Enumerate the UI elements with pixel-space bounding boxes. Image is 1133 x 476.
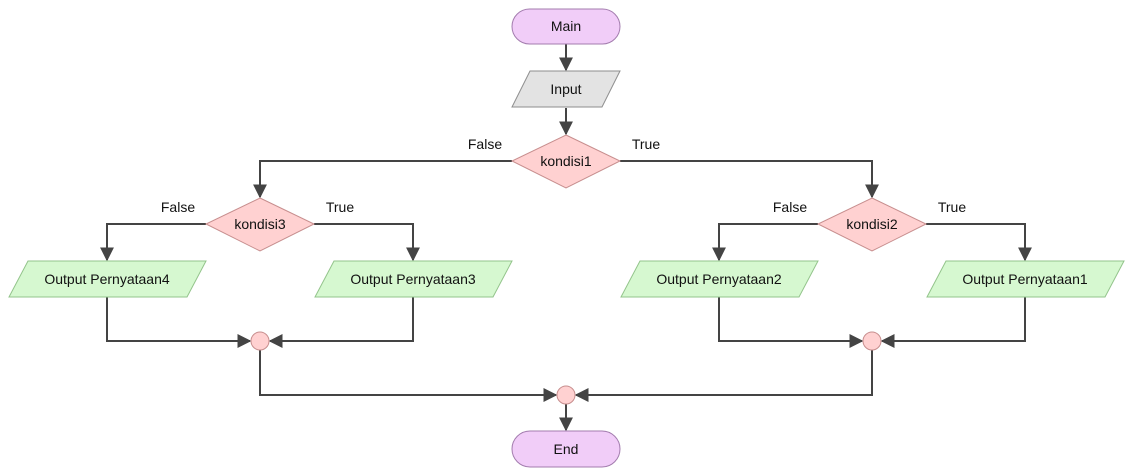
node-output4[interactable]: Output Pernyataan4 — [8, 260, 207, 298]
junction-left[interactable] — [250, 331, 270, 351]
node-kondisi3[interactable]: kondisi3 — [204, 197, 316, 252]
node-main-label: Main — [551, 18, 581, 34]
node-end[interactable]: End — [511, 430, 621, 468]
node-kondisi2[interactable]: kondisi2 — [816, 197, 928, 252]
kondisi2-false-label: False — [773, 199, 807, 215]
edges — [100, 44, 1032, 432]
node-end-label: End — [554, 441, 579, 457]
edge-junction-left-to-bottom — [259, 350, 558, 402]
node-output4-label: Output Pernyataan4 — [44, 271, 170, 287]
node-output1[interactable]: Output Pernyataan1 — [926, 260, 1125, 298]
node-output3[interactable]: Output Pernyataan3 — [314, 260, 513, 298]
junction-bottom[interactable] — [556, 385, 576, 405]
junction-right[interactable] — [862, 331, 882, 351]
kondisi3-true-label: True — [326, 199, 354, 215]
node-main[interactable]: Main — [511, 8, 621, 45]
edge-junction-right-to-bottom — [574, 350, 873, 402]
node-output2-label: Output Pernyataan2 — [656, 271, 782, 287]
node-kondisi3-label: kondisi3 — [234, 216, 286, 232]
edge-kondisi1-true — [620, 160, 879, 199]
node-output3-label: Output Pernyataan3 — [350, 271, 476, 287]
edge-output1-to-junction-right — [880, 297, 1026, 348]
kondisi3-false-label: False — [161, 199, 195, 215]
node-kondisi1-label: kondisi1 — [540, 153, 592, 169]
edge-output2-to-junction-right — [718, 297, 864, 348]
kondisi2-true-label: True — [938, 199, 966, 215]
node-kondisi2-label: kondisi2 — [846, 216, 898, 232]
node-kondisi1[interactable]: kondisi1 — [510, 134, 622, 189]
edge-output4-to-junction-left — [106, 297, 252, 348]
node-input-label: Input — [550, 81, 581, 97]
edge-kondisi1-false — [253, 160, 512, 199]
node-input[interactable]: Input — [511, 70, 621, 108]
edge-output3-to-junction-left — [268, 297, 414, 348]
kondisi1-false-label: False — [468, 136, 502, 152]
kondisi1-true-label: True — [632, 136, 660, 152]
edge-kondisi3-false — [100, 223, 206, 262]
edge-kondisi2-true — [926, 223, 1032, 262]
edge-kondisi2-false — [712, 223, 818, 262]
node-output1-label: Output Pernyataan1 — [962, 271, 1088, 287]
node-output2[interactable]: Output Pernyataan2 — [620, 260, 819, 298]
edge-kondisi3-true — [314, 223, 420, 262]
